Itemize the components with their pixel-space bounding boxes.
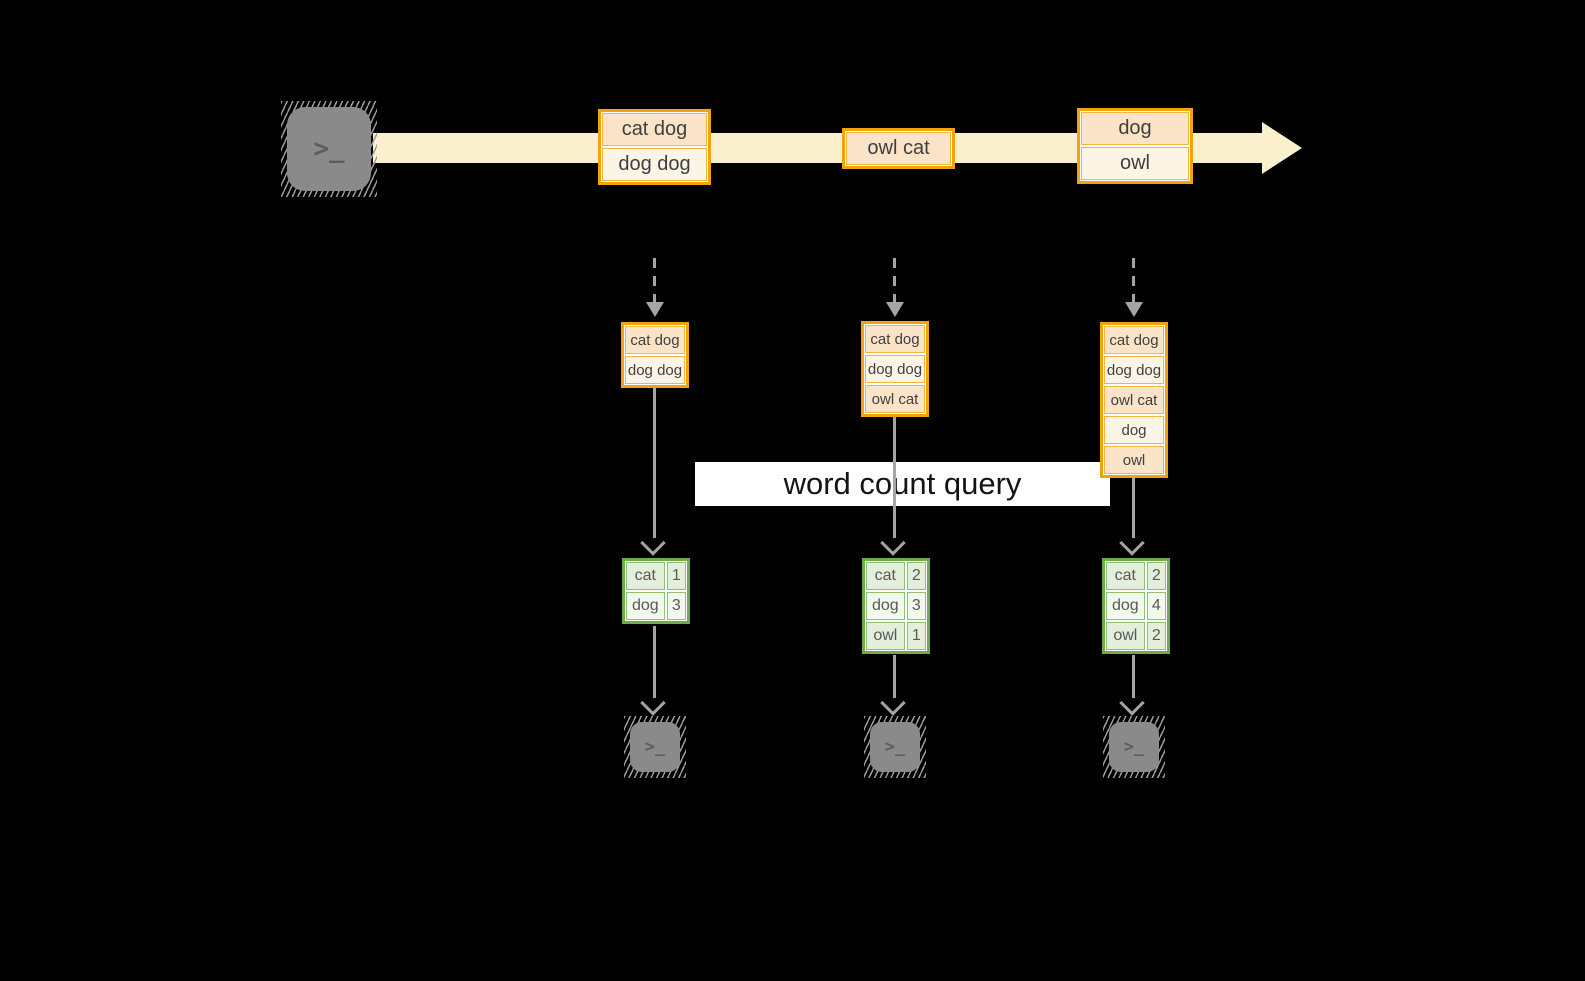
flow-arrow-line (1132, 655, 1135, 698)
flow-arrow-line (653, 388, 656, 538)
word-count-table-2: cat 2 dog 3 owl 1 (862, 558, 930, 654)
stream-event-line: dog (1081, 112, 1189, 145)
word-cell: dog (1106, 592, 1145, 620)
dashed-arrow-head (886, 302, 904, 317)
stream-event-box-3: dog owl (1077, 108, 1193, 184)
flow-arrow-head (640, 690, 666, 716)
count-row: dog 4 (1106, 592, 1166, 620)
query-label-band: word count query (695, 462, 1110, 506)
flow-arrow-head (880, 690, 906, 716)
stream-arrow-head (1262, 122, 1302, 174)
stream-event-line: cat dog (602, 113, 707, 146)
stream-event-line: owl cat (846, 132, 951, 165)
terminal-icon: >_ (864, 716, 926, 778)
flow-arrow-line (1132, 478, 1135, 538)
count-cell: 2 (1146, 562, 1166, 590)
flow-arrow-head (1119, 690, 1145, 716)
flow-arrow-head (1119, 530, 1145, 556)
prompt-glyph: >_ (644, 737, 666, 757)
batch-line: owl (1104, 446, 1164, 474)
batch-line: owl cat (865, 385, 925, 413)
dashed-arrow-line (893, 258, 896, 302)
terminal-body: >_ (287, 107, 371, 191)
micro-batch-box-3: cat dog dog dog owl cat dog owl (1100, 322, 1168, 478)
count-cell: 3 (666, 592, 686, 620)
count-row: dog 3 (866, 592, 926, 620)
count-cell: 3 (906, 592, 926, 620)
dashed-arrow-line (1132, 258, 1135, 302)
count-row: dog 3 (626, 592, 686, 620)
batch-line: cat dog (1104, 326, 1164, 354)
dashed-arrow-head (646, 302, 664, 317)
batch-line: owl cat (1104, 386, 1164, 414)
word-cell: dog (626, 592, 665, 620)
micro-batch-box-1: cat dog dog dog (621, 322, 689, 388)
terminal-body: >_ (870, 722, 920, 772)
word-count-table-1: cat 1 dog 3 (622, 558, 690, 624)
batch-line: dog dog (625, 356, 685, 384)
stream-event-line: dog dog (602, 148, 707, 181)
word-cell: dog (866, 592, 905, 620)
stream-event-box-1: cat dog dog dog (598, 109, 711, 185)
flow-arrow-head (640, 530, 666, 556)
count-cell: 1 (906, 622, 926, 650)
count-cell: 4 (1146, 592, 1166, 620)
word-cell: owl (1106, 622, 1145, 650)
query-label: word count query (783, 466, 1022, 501)
prompt-glyph: >_ (313, 134, 345, 164)
batch-line: dog dog (865, 355, 925, 383)
word-cell: owl (866, 622, 905, 650)
flow-arrow-line (893, 417, 896, 538)
count-cell: 2 (906, 562, 926, 590)
batch-line: cat dog (625, 326, 685, 354)
flow-arrow-head (880, 530, 906, 556)
word-cell: cat (866, 562, 905, 590)
count-cell: 1 (666, 562, 686, 590)
flow-arrow-line (893, 655, 896, 698)
count-row: cat 1 (626, 562, 686, 590)
word-cell: cat (626, 562, 665, 590)
count-cell: 2 (1146, 622, 1166, 650)
count-row: owl 2 (1106, 622, 1166, 650)
count-row: cat 2 (866, 562, 926, 590)
batch-line: dog dog (1104, 356, 1164, 384)
stream-event-box-2: owl cat (842, 128, 955, 169)
terminal-icon: >_ (281, 101, 377, 197)
terminal-body: >_ (630, 722, 680, 772)
count-row: owl 1 (866, 622, 926, 650)
word-cell: cat (1106, 562, 1145, 590)
stream-event-line: owl (1081, 147, 1189, 180)
terminal-icon: >_ (1103, 716, 1165, 778)
prompt-glyph: >_ (884, 737, 906, 757)
dashed-arrow-head (1125, 302, 1143, 317)
flow-arrow-line (653, 626, 656, 698)
prompt-glyph: >_ (1123, 737, 1145, 757)
batch-line: cat dog (865, 325, 925, 353)
terminal-body: >_ (1109, 722, 1159, 772)
dashed-arrow-line (653, 258, 656, 302)
micro-batch-box-2: cat dog dog dog owl cat (861, 321, 929, 417)
word-count-table-3: cat 2 dog 4 owl 2 (1102, 558, 1170, 654)
count-row: cat 2 (1106, 562, 1166, 590)
batch-line: dog (1104, 416, 1164, 444)
terminal-icon: >_ (624, 716, 686, 778)
